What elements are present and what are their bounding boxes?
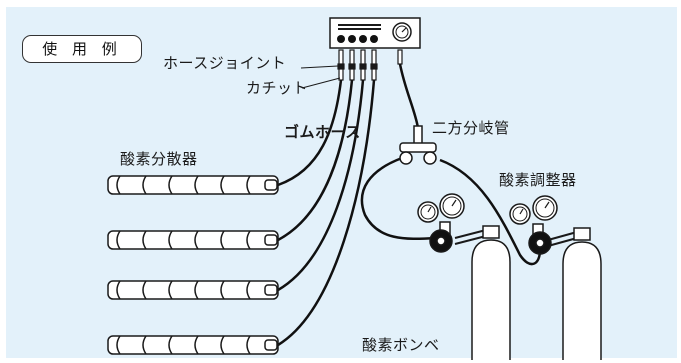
valve-knob-icon bbox=[429, 229, 453, 253]
oxygen-regulator-label: 酸素調整器 bbox=[499, 171, 577, 189]
oxygen-diffuser-label: 酸素分散器 bbox=[120, 150, 198, 168]
hose-clip-label: カチット bbox=[246, 79, 309, 97]
regulator-right bbox=[509, 195, 578, 255]
pressure-gauge-icon bbox=[417, 201, 439, 223]
leader-lines bbox=[300, 65, 341, 89]
oxygen-cylinder-label: 酸素ボンベ bbox=[362, 336, 440, 354]
rubber-hose-label: ゴムホース bbox=[284, 123, 361, 141]
pressure-gauge-icon bbox=[439, 193, 465, 219]
diffuser-tube bbox=[107, 230, 279, 250]
pressure-gauge-icon bbox=[532, 195, 558, 221]
valve-knob-icon bbox=[528, 231, 552, 255]
regulator-left bbox=[417, 193, 487, 253]
hose-joints bbox=[337, 49, 403, 81]
branch-pipe-label: 二方分岐管 bbox=[432, 119, 510, 137]
oxygen-cylinder-left bbox=[471, 225, 511, 360]
oxygen-cylinder-right bbox=[562, 227, 602, 360]
diffuser-tube bbox=[107, 175, 279, 195]
hose-joint-label: ホースジョイント bbox=[163, 54, 287, 72]
oxygen-diffusers bbox=[107, 175, 279, 355]
diffuser-tube bbox=[107, 335, 279, 355]
diffuser-tube bbox=[107, 280, 279, 300]
pressure-gauge-icon bbox=[392, 22, 412, 42]
rubber-hoses bbox=[277, 63, 542, 347]
branch-pipe bbox=[399, 125, 437, 165]
manifold-box bbox=[329, 17, 421, 49]
pressure-gauge-icon bbox=[509, 203, 531, 225]
usage-example-badge: 使 用 例 bbox=[22, 35, 142, 63]
